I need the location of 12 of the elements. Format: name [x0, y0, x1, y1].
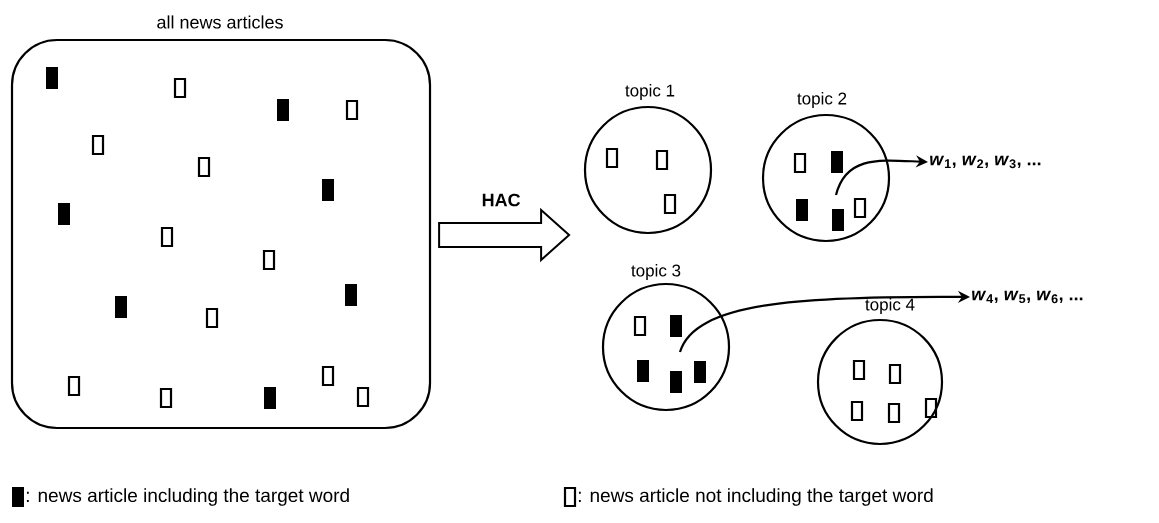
word-list: w$_{4}$, w$_{5}$, w$_{6}$, ... — [972, 290, 1083, 304]
node-label: topic 4 — [865, 298, 915, 314]
legend-text: : news article including the target word — [26, 488, 349, 506]
rounded-box: all news articles — [10, 15, 432, 430]
block-arrow — [438, 207, 571, 263]
legend-text: : news article not including the target word — [578, 488, 933, 506]
node-label: topic 3 — [631, 264, 681, 280]
word-list: w$_{1}$, w$_{2}$, w$_{3}$, ... — [930, 155, 1041, 169]
node-label: all news articles — [157, 15, 283, 29]
edge-label: HAC — [482, 193, 521, 207]
node-label: topic 1 — [625, 84, 675, 100]
node-label: topic 2 — [797, 92, 847, 108]
